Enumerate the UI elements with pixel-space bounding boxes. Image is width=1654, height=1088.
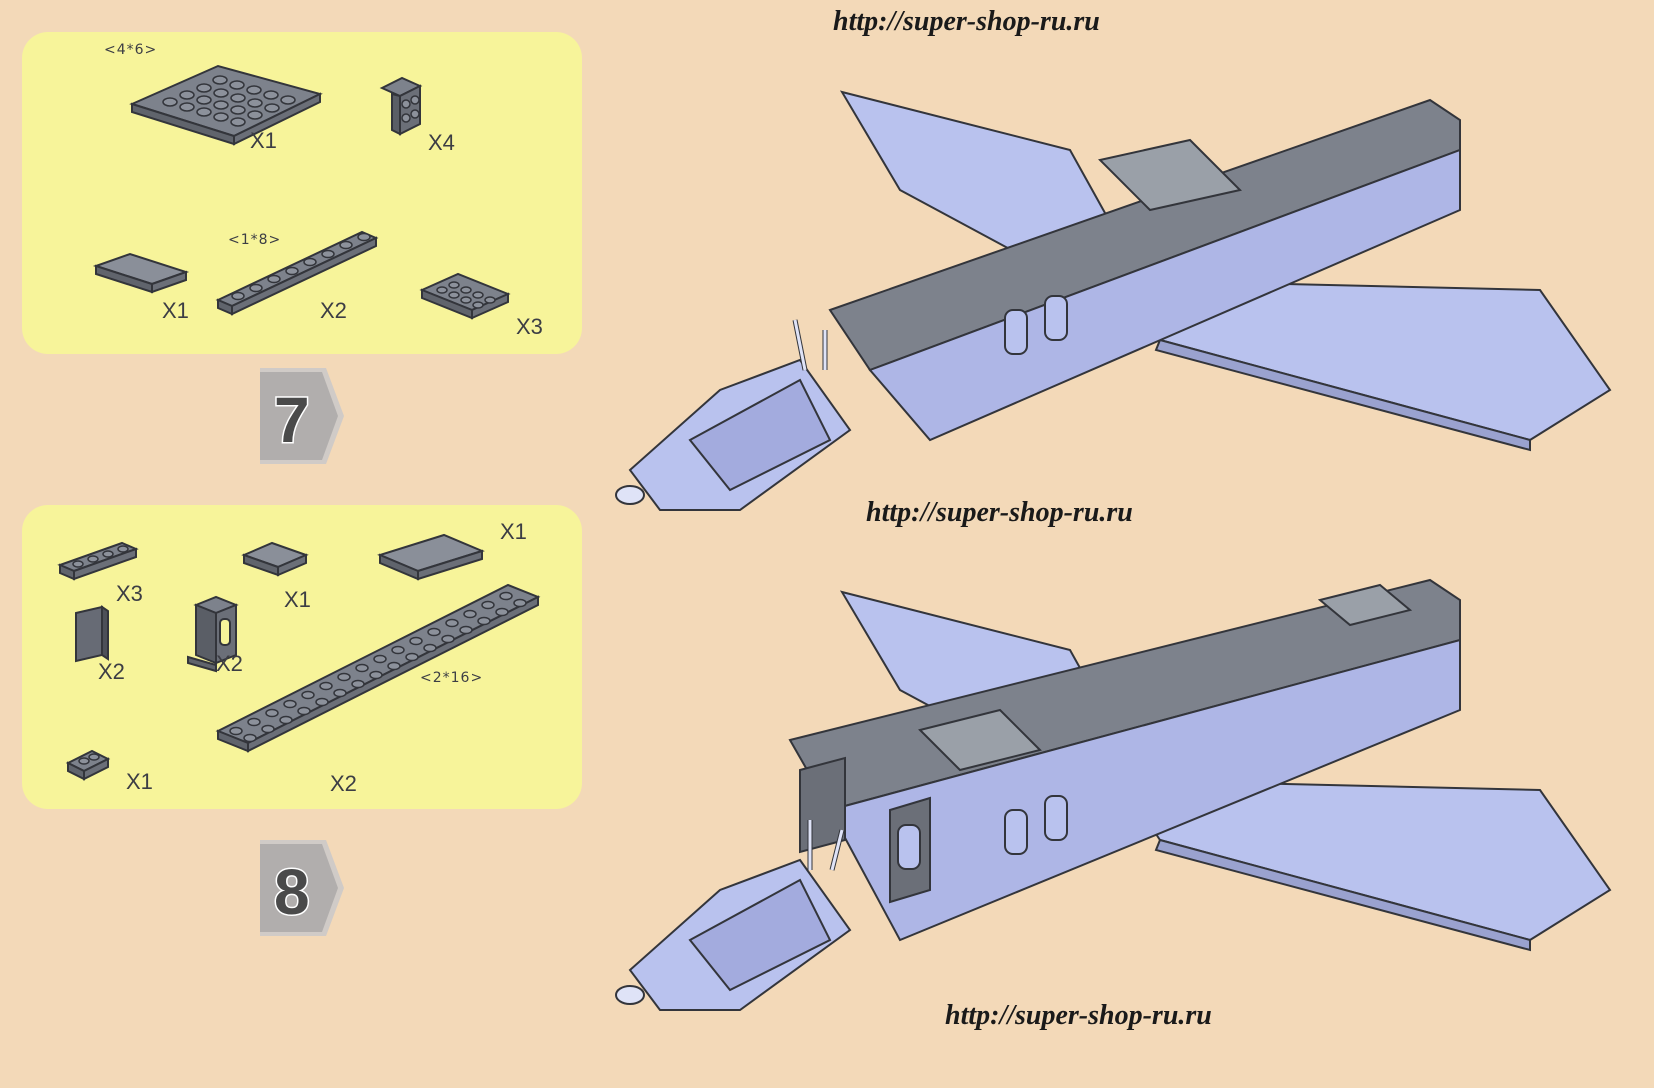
airplane-step-8-illustration <box>615 578 1612 1011</box>
step-8-badge: 8 <box>260 840 344 936</box>
watermark-bottom: http://super-shop-ru.ru <box>945 1000 1212 1031</box>
plate-1x2-icon <box>65 749 111 781</box>
plate-1x4-icon <box>57 541 139 581</box>
bracket-icon <box>379 76 423 136</box>
step-number: 8 <box>274 856 310 928</box>
part-quantity: X3 <box>516 314 543 339</box>
step-number: 7 <box>274 384 310 456</box>
part-quantity: X1 <box>126 769 153 794</box>
watermark-middle: http://super-shop-ru.ru <box>866 497 1133 528</box>
glass-pane-icon <box>75 605 109 663</box>
part-dimension-label: <1*8> <box>228 232 282 248</box>
tile-large-icon <box>377 533 485 581</box>
tile-icon <box>92 252 190 294</box>
window-frame-icon <box>187 595 239 673</box>
airplane-step-7-illustration <box>615 90 1612 511</box>
part-quantity: X1 <box>500 519 527 544</box>
plate-1x8-icon <box>215 230 379 316</box>
part-quantity: X2 <box>330 771 357 796</box>
watermark-top: http://super-shop-ru.ru <box>833 6 1100 37</box>
part-quantity: X1 <box>250 128 277 153</box>
plate-2x4-icon <box>419 272 511 320</box>
plate-2x16-icon <box>215 583 541 753</box>
part-quantity: X4 <box>428 130 455 155</box>
part-dimension-label: <2*16> <box>420 670 484 686</box>
step-7-badge: 7 <box>260 368 344 464</box>
part-quantity: X1 <box>284 587 311 612</box>
step-7-parts-panel: <4*6> X1 X4 X1 <1*8> <box>22 32 582 354</box>
tile-small-icon <box>241 541 309 577</box>
part-quantity: X2 <box>216 651 243 676</box>
part-quantity: X2 <box>320 298 347 323</box>
part-quantity: X3 <box>116 581 143 606</box>
step-8-parts-panel: X3 X1 X1 X2 X2 <2*16> <box>22 505 582 809</box>
part-quantity: X2 <box>98 659 125 684</box>
part-quantity: X1 <box>162 298 189 323</box>
part-dimension-label: <4*6> <box>104 42 158 58</box>
plate-4x6-icon <box>129 64 323 146</box>
